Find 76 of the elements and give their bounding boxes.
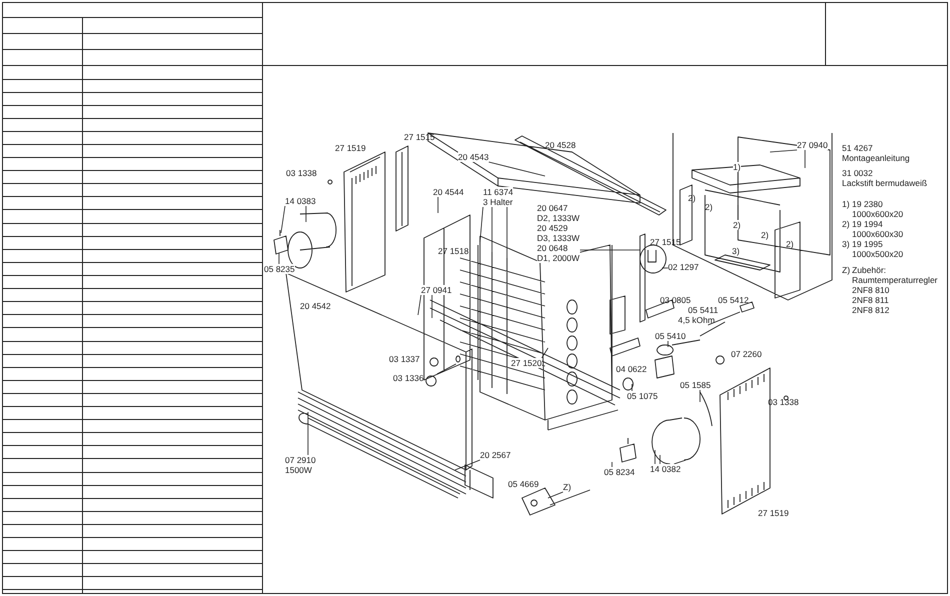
callout-text: 05 1075 bbox=[627, 391, 658, 401]
callout-text: 2NF8 811 bbox=[852, 295, 889, 305]
callout-text: 03 1336 bbox=[393, 373, 424, 383]
callout-text: 11 6374 bbox=[483, 187, 514, 197]
leader-line bbox=[454, 460, 480, 470]
callout-text: 1) bbox=[733, 162, 741, 172]
callout-text: 05 5410 bbox=[655, 331, 686, 341]
callout-text: 03 0805 bbox=[660, 295, 691, 305]
callout-text: 20 4542 bbox=[300, 301, 331, 311]
callout-text: 03 1337 bbox=[389, 354, 420, 364]
callout-text: 27 0941 bbox=[421, 285, 452, 295]
callout-text: 31 0032 bbox=[842, 168, 873, 178]
callout-text: 14 0383 bbox=[285, 196, 316, 206]
callout-text: 3) bbox=[842, 239, 850, 249]
callout-text: 2) bbox=[705, 202, 713, 212]
callout-text: 1000x600x30 bbox=[852, 229, 904, 239]
callout-text: 27 0940 bbox=[797, 140, 828, 150]
callout-text: 05 5412 bbox=[718, 295, 749, 305]
callout-text: 27 1520 bbox=[511, 358, 542, 368]
callout-text: 2NF8 810 bbox=[852, 285, 890, 295]
callout-text: 1000x600x20 bbox=[852, 209, 904, 219]
callout-text: 04 0622 bbox=[616, 364, 647, 374]
callout-text: 1) bbox=[842, 199, 850, 209]
callout-text: 51 4267 bbox=[842, 143, 873, 153]
callout-text: 2) bbox=[786, 239, 794, 249]
callout-text: 20 4529 bbox=[537, 223, 568, 233]
callout-text: 19 1994 bbox=[852, 219, 883, 229]
leader-line bbox=[770, 150, 798, 152]
callout-text: 20 4528 bbox=[545, 140, 576, 150]
leader-line bbox=[548, 492, 564, 498]
leader-line bbox=[654, 450, 656, 464]
callout-text: D1, 2000W bbox=[537, 253, 580, 263]
callout-text: 1500W bbox=[285, 465, 312, 475]
callout-text: 20 0647 bbox=[537, 203, 568, 213]
leader-line bbox=[804, 150, 806, 168]
callout-text: 19 2380 bbox=[852, 199, 883, 209]
callout-text: 4,5 kOhm bbox=[678, 315, 715, 325]
callout-text: 02 1297 bbox=[668, 262, 699, 272]
callout-text: 19 1995 bbox=[852, 239, 883, 249]
callout-text: 2NF8 812 bbox=[852, 305, 890, 315]
callout-text: Z) bbox=[842, 265, 850, 275]
callout-text: Raumtemperaturregler bbox=[852, 275, 938, 285]
callout-text: 03 1338 bbox=[286, 168, 317, 178]
callout-text: 07 2260 bbox=[731, 349, 762, 359]
leader-line bbox=[418, 294, 422, 316]
callout-text: 07 2910 bbox=[285, 455, 316, 465]
callout-text: 20 0648 bbox=[537, 243, 568, 253]
callout-text: 3 Halter bbox=[483, 197, 513, 207]
leader-line bbox=[278, 252, 280, 264]
callout-text: D3, 1333W bbox=[537, 233, 580, 243]
callout-text: 27 1519 bbox=[758, 508, 789, 518]
callout-text: 3) bbox=[732, 246, 740, 256]
callout-text: 27 1519 bbox=[335, 143, 366, 153]
leader-line bbox=[541, 348, 548, 358]
callout-text: Montageanleitung bbox=[842, 153, 910, 163]
callout-text: Z) bbox=[563, 482, 572, 492]
leader-line bbox=[480, 206, 484, 242]
callout-text: 2) bbox=[761, 230, 769, 240]
callout-text: 2) bbox=[733, 220, 741, 230]
callout-text: 05 8235 bbox=[264, 264, 295, 274]
callout-text: Zubehör: bbox=[852, 265, 886, 275]
callout-text: Lackstift bermudaweiß bbox=[842, 178, 928, 188]
callout-text: D2, 1333W bbox=[537, 213, 580, 223]
callout-text: 20 4544 bbox=[433, 187, 464, 197]
callout-text: 20 2567 bbox=[480, 450, 511, 460]
callout-text: 05 5411 bbox=[688, 305, 718, 315]
leader-line bbox=[280, 206, 286, 234]
callout-text: 05 4669 bbox=[508, 479, 539, 489]
callout-text: 05 8234 bbox=[604, 467, 635, 477]
callout-text: 20 4543 bbox=[458, 152, 489, 162]
callout-text: 14 0382 bbox=[650, 464, 681, 474]
leader-line bbox=[506, 206, 508, 258]
callout-text: 1000x500x20 bbox=[852, 249, 904, 259]
callout-text: 2) bbox=[842, 219, 850, 229]
leader-line bbox=[488, 162, 546, 176]
callout-text: 05 1585 bbox=[680, 380, 711, 390]
